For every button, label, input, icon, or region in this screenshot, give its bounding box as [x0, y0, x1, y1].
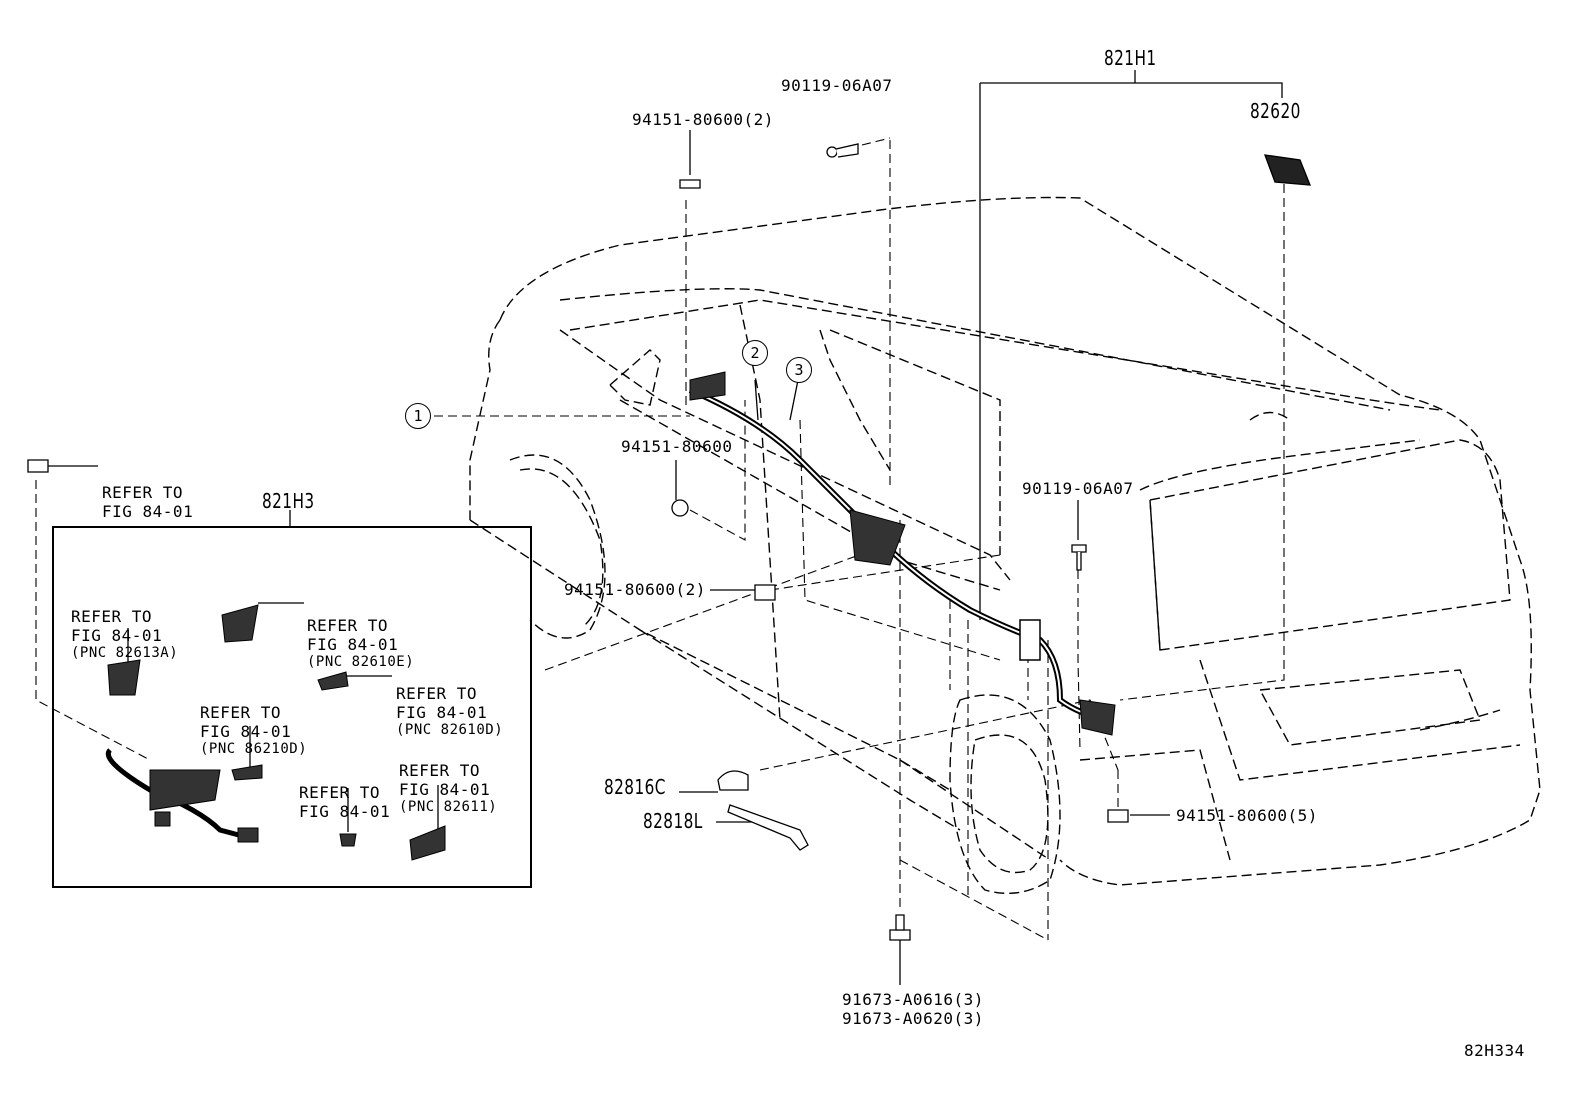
main-harness: [688, 371, 1116, 736]
part-label-94151-lower: 94151-80600(2): [564, 580, 706, 599]
label-leaders: [48, 70, 1283, 985]
part-label-91673-a0620: 91673-A0620(3): [842, 1009, 984, 1028]
part-label-90119-top: 90119-06A07: [781, 76, 893, 95]
leader-lines: [35, 137, 1285, 941]
diagram-ref-code: 82H334: [1464, 1041, 1525, 1060]
part-label-91673-a0616: 91673-A0616(3): [842, 990, 984, 1009]
callout-3: 3: [786, 357, 812, 383]
callout-1: 1: [405, 403, 431, 429]
callout-2: 2: [742, 340, 768, 366]
part-label-82816c: 82816C: [604, 775, 666, 799]
part-label-82620: 82620: [1250, 99, 1301, 123]
component-parts: [27, 143, 1311, 941]
part-label-90119-right: 90119-06A07: [1022, 479, 1134, 498]
part-label-94151-mid: 94151-80600: [621, 437, 733, 456]
part-label-82818l: 82818L: [643, 809, 703, 833]
vehicle-outline: [469, 196, 1541, 895]
assembly-label-821h1: 821H1: [1104, 46, 1157, 70]
assembly-label-821h3: 821H3: [262, 489, 315, 513]
inset-parts: [106, 604, 446, 861]
part-label-94151-top: 94151-80600(2): [632, 110, 774, 129]
inset-frame-821h3: [52, 526, 532, 888]
part-label-94151-right: 94151-80600(5): [1176, 806, 1318, 825]
